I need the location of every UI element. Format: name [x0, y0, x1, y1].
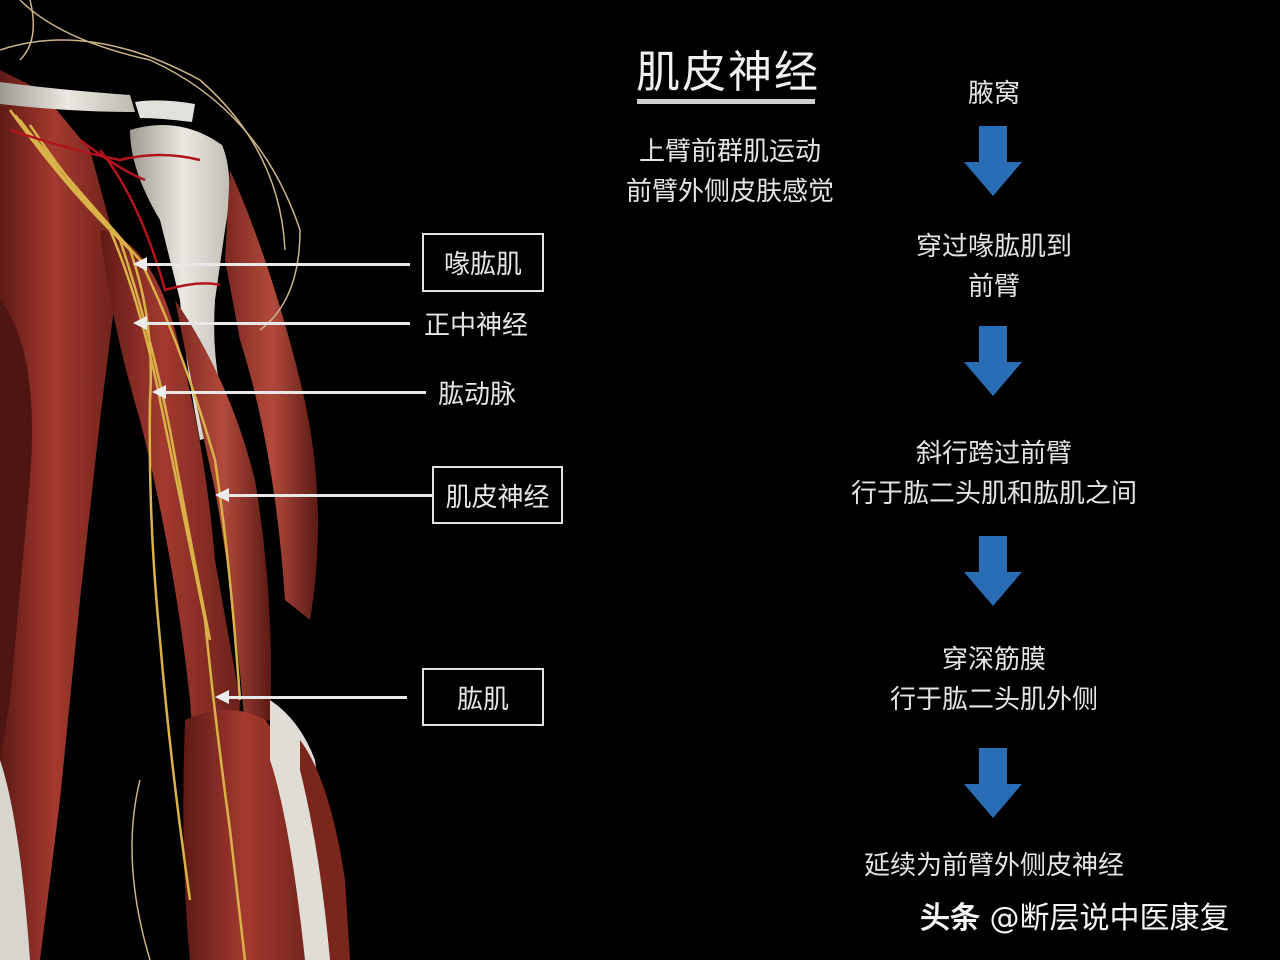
label-coracobrachialis: 喙肱肌: [422, 233, 544, 292]
flow-step-axilla: 腋窝: [800, 74, 1188, 114]
flow-step-text: 行于肱二头肌和肱肌之间: [850, 479, 1137, 509]
function-summary: 上臂前群肌运动 前臂外侧皮肤感觉: [600, 132, 860, 212]
title-underline: [637, 99, 815, 104]
pointer-arrowhead-icon: [152, 385, 166, 399]
flow-step-text: 延续为前臂外侧皮神经: [863, 851, 1124, 881]
label-musculocutaneous-nerve: 肌皮神经: [432, 466, 563, 524]
flow-step-lateral-cutaneous-nerve: 延续为前臂外侧皮神经: [800, 846, 1188, 886]
pointer-line-coracobrachialis: [145, 263, 410, 266]
flow-step-text: 腋窝: [967, 79, 1020, 109]
watermark-brand: 头条: [920, 901, 980, 936]
pointer-line-brachial-artery: [164, 391, 426, 394]
pointer-arrowhead-icon: [215, 488, 229, 502]
down-arrow-icon: [964, 748, 1022, 818]
label-brachialis: 肱肌: [422, 668, 544, 726]
down-arrow-icon: [964, 326, 1022, 396]
pointer-arrowhead-icon: [133, 316, 147, 330]
flow-step-deep-fascia: 穿深筋膜 行于肱二头肌外侧: [800, 640, 1188, 720]
down-arrow-icon: [964, 536, 1022, 606]
arm-anatomy-illustration: [0, 0, 350, 960]
label-median-nerve: 正中神经: [424, 311, 529, 341]
watermark: 头条 @断层说中医康复: [920, 893, 1230, 937]
flow-step-text: 穿过喙肱肌到: [915, 232, 1072, 262]
summary-line-motor: 上臂前群肌运动: [638, 137, 821, 167]
page-title: 肌皮神经: [636, 47, 820, 98]
flow-step-text: 前臂: [967, 272, 1020, 302]
flow-step-text: 斜行跨过前臂: [915, 439, 1072, 469]
watermark-handle: @断层说中医康复: [989, 901, 1230, 936]
pointer-arrowhead-icon: [133, 257, 147, 271]
pointer-arrowhead-icon: [215, 690, 229, 704]
flow-step-between-biceps-brachialis: 斜行跨过前臂 行于肱二头肌和肱肌之间: [800, 434, 1188, 514]
label-brachial-artery: 肱动脉: [438, 380, 517, 410]
down-arrow-icon: [964, 126, 1022, 196]
pointer-line-brachialis: [227, 696, 407, 699]
flow-step-text: 穿深筋膜: [941, 645, 1046, 675]
flow-step-pierce-coracobrachialis: 穿过喙肱肌到 前臂: [800, 227, 1188, 307]
pointer-line-median-nerve: [145, 322, 410, 325]
flow-step-text: 行于肱二头肌外侧: [889, 685, 1098, 715]
summary-line-sensory: 前臂外侧皮肤感觉: [625, 177, 834, 207]
pointer-line-musculocutaneous-nerve: [227, 494, 433, 497]
